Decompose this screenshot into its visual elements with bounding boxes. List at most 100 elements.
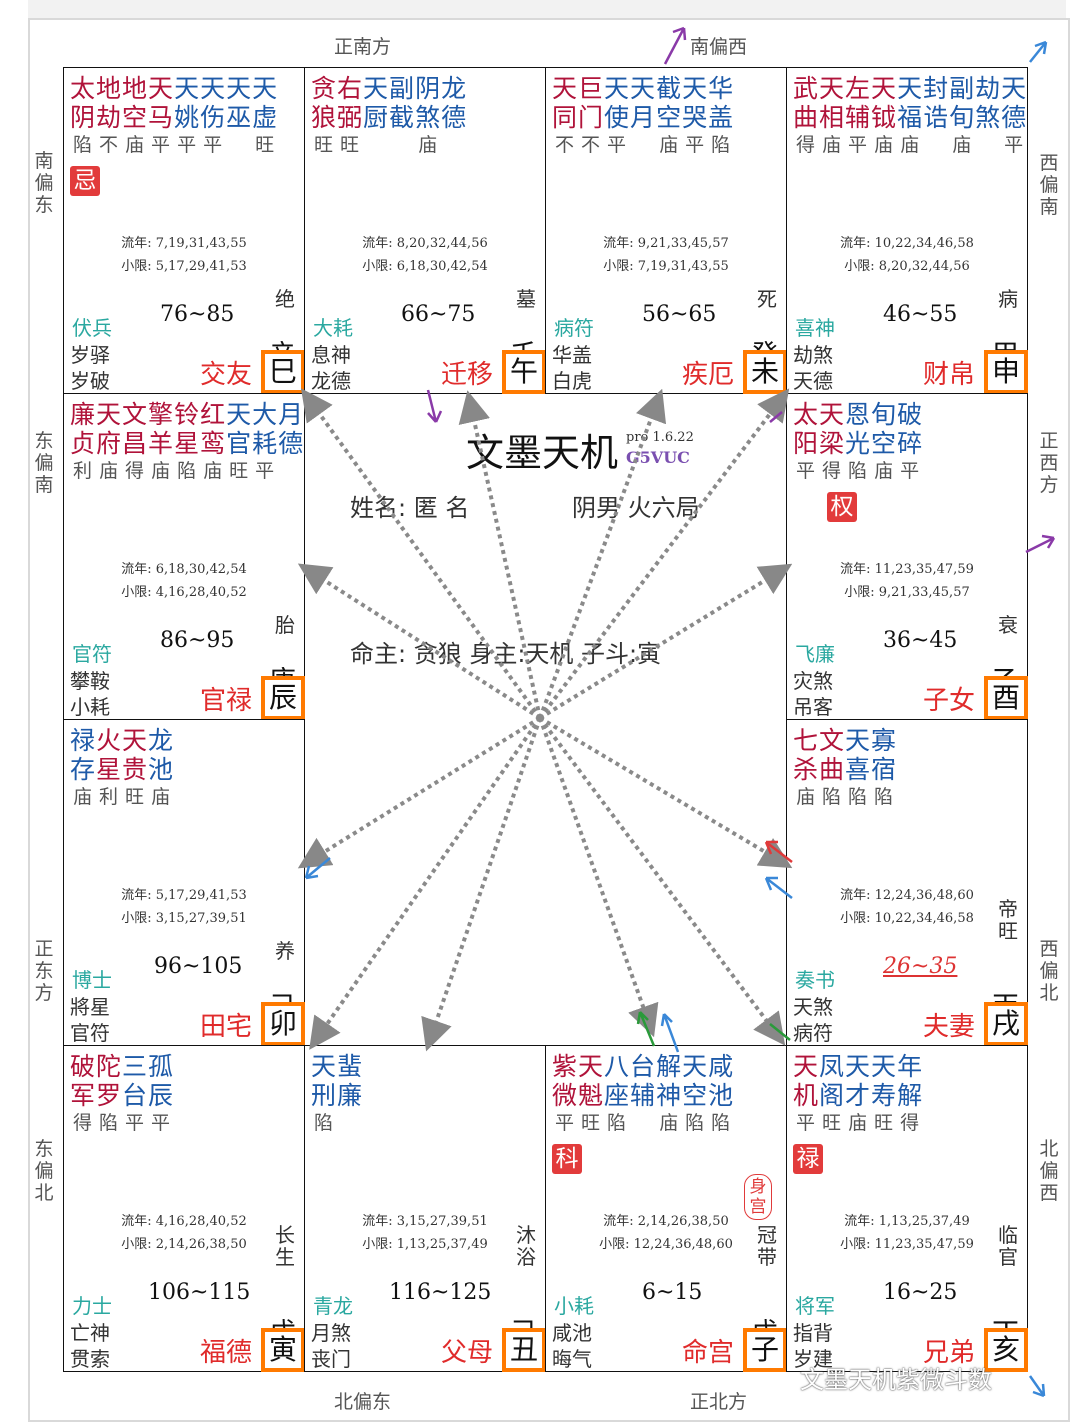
star-name-bottom: 阳 [793, 429, 819, 458]
palace-zi: 紫微平天魁旺八座陷台辅解神庙天空陷咸池陷科身宫流年: 2,14,26,38,50… [545, 1045, 787, 1372]
liunian-years: 流年: 9,21,33,45,57 [603, 236, 729, 251]
jiangqian-god: 贯索 [70, 1347, 110, 1371]
star-brightness: 不 [555, 134, 575, 156]
earthly-branch: 辰 [261, 676, 305, 720]
star: 天喜陷 [845, 726, 870, 810]
star: 天相庙 [819, 74, 844, 158]
boshi-god: 喜神 [795, 316, 835, 340]
star-brightness: 庙 [418, 134, 438, 156]
star-name-bottom: 巫 [226, 103, 252, 132]
star-brightness: 陷 [822, 786, 842, 808]
life-stage: 临官 [998, 1223, 1018, 1269]
star-name-top: 擎 [148, 400, 174, 429]
star: 月德 [278, 400, 303, 484]
star-name-bottom: 月 [630, 103, 656, 132]
star: 龙德 [441, 74, 466, 158]
star-list: 紫微平天魁旺八座陷台辅解神庙天空陷咸池陷 [552, 1052, 734, 1136]
star: 孤辰平 [148, 1052, 173, 1136]
star-brightness: 平 [151, 1112, 171, 1134]
star-name-top: 台 [630, 1052, 656, 1081]
liunian-years: 流年: 7,19,31,43,55 [121, 236, 247, 251]
jiangqian-god: 病符 [793, 1021, 833, 1045]
star-brightness: 旺 [229, 460, 249, 482]
star-brightness: 陷 [177, 460, 197, 482]
star-name-bottom: 劫 [96, 103, 122, 132]
earthly-branch: 亥 [984, 1328, 1028, 1372]
life-stage: 冠带 [757, 1223, 777, 1269]
star-list: 天机平凤阁旺天才庙天寿旺年解得 [793, 1052, 923, 1136]
star-name-bottom: 同 [552, 103, 578, 132]
star: 天梁得 [819, 400, 844, 484]
star: 天同不 [552, 74, 577, 158]
star-name-bottom: 哭 [682, 103, 708, 132]
star: 文昌得 [122, 400, 147, 484]
star: 铃星陷 [174, 400, 199, 484]
suiqian-god: 劫煞 [793, 343, 833, 367]
flying-arrow-blue-2 [304, 857, 331, 880]
star: 阴煞庙 [415, 74, 440, 158]
star-brightness: 得 [900, 1112, 920, 1134]
star: 天马平 [148, 74, 173, 158]
liunian-years: 流年: 5,17,29,41,53 [121, 888, 247, 903]
xiaoxian-years: 小限: 3,15,27,39,51 [121, 911, 247, 926]
xiaoxian-years: 小限: 2,14,26,38,50 [121, 1237, 247, 1252]
star: 天虚旺 [252, 74, 277, 158]
liunian-years: 流年: 3,15,27,39,51 [362, 1214, 488, 1229]
liunian-years: 流年: 11,23,35,47,59 [840, 562, 974, 577]
flying-arrow-red-1 [764, 840, 793, 863]
star-name-bottom: 阴 [70, 103, 96, 132]
earthly-branch: 未 [743, 350, 787, 394]
boshi-god: 将军 [795, 1294, 835, 1318]
star-name-top: 天 [311, 1052, 337, 1081]
star-brightness: 平 [151, 134, 171, 156]
star: 天机平 [793, 1052, 818, 1136]
palace-name: 官禄 [199, 686, 252, 716]
version-label: pro 1.6.22 [626, 430, 694, 445]
star-name-bottom: 弼 [337, 103, 363, 132]
flying-arrow-purple-1 [663, 26, 687, 65]
star-name-bottom: 官 [226, 429, 252, 458]
star-brightness: 平 [796, 1112, 816, 1134]
star: 破军得 [70, 1052, 95, 1136]
xiaoxian-years: 小限: 10,22,34,46,58 [840, 911, 974, 926]
palace-name: 兄弟 [922, 1338, 975, 1368]
star: 三台平 [122, 1052, 147, 1136]
star-name-bottom: 刑 [311, 1081, 337, 1110]
star: 副截 [389, 74, 414, 158]
star: 地劫不 [96, 74, 121, 158]
star-brightness: 平 [1004, 134, 1024, 156]
star-brightness: 平 [177, 134, 197, 156]
star-name-bottom: 池 [148, 755, 174, 784]
star-brightness: 陷 [99, 1112, 119, 1134]
star-name-bottom: 廉 [337, 1081, 363, 1110]
direction-left-2: 东偏南 [34, 430, 54, 496]
jiangqian-god: 官符 [70, 1021, 110, 1045]
star-name-bottom: 空 [122, 103, 148, 132]
star-name-top: 天 [1001, 74, 1027, 103]
star-name-top: 龙 [441, 74, 467, 103]
star-brightness: 得 [822, 460, 842, 482]
suiqian-god: 华盖 [552, 343, 592, 367]
star: 天寿旺 [871, 1052, 896, 1136]
xiaoxian-years: 小限: 7,19,31,43,55 [603, 259, 729, 274]
earthly-branch: 巳 [261, 350, 305, 394]
life-stage: 死 [757, 287, 777, 311]
xiaoxian-years: 小限: 1,13,25,37,49 [362, 1237, 488, 1252]
flying-arrow-green-2 [769, 1023, 791, 1041]
flying-arrow-purple-4 [769, 411, 783, 423]
decade-range: 36~45 [883, 628, 958, 653]
life-stage: 胎 [275, 613, 295, 637]
star-brightness: 旺 [125, 786, 145, 808]
star-brightness: 庙 [874, 460, 894, 482]
star: 天福庙 [897, 74, 922, 158]
star-name-bottom: 微 [552, 1081, 578, 1110]
star-name-bottom: 宿 [871, 755, 897, 784]
jiangqian-god: 吊客 [793, 695, 833, 719]
star-brightness: 利 [73, 460, 93, 482]
star-brightness: 旺 [581, 1112, 601, 1134]
star: 咸池陷 [708, 1052, 733, 1136]
star-brightness: 得 [796, 134, 816, 156]
sihua-badge: 忌 [70, 166, 100, 196]
life-stage: 养 [275, 939, 295, 963]
